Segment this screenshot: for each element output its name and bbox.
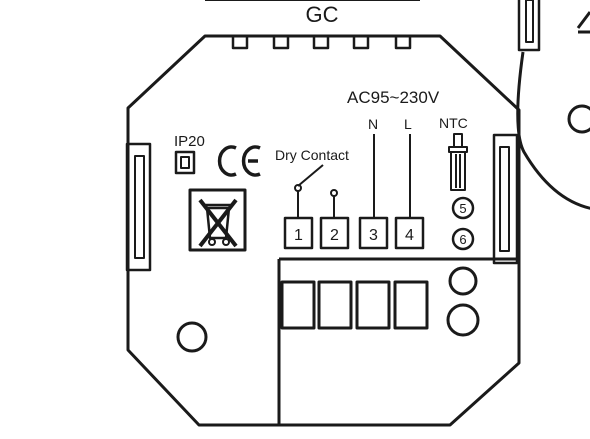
top-tabs [231, 34, 412, 50]
ip-rating-label: IP20 [174, 133, 205, 150]
terminal-4-number: 4 [405, 227, 414, 244]
adjacent-screw-hole [567, 104, 590, 134]
terminal-4: 4 [394, 216, 425, 250]
live-label: L [404, 116, 412, 132]
terminal-block [277, 257, 519, 425]
ntc-sensor-icon [448, 133, 468, 191]
ntc-terminal-6: 6 [451, 227, 475, 251]
right-clip [492, 133, 519, 265]
ntc-terminal-6-number: 6 [459, 232, 466, 247]
ntc-terminal-5-number: 5 [459, 201, 466, 216]
screw-hole [176, 321, 208, 353]
ip20-square-icon [174, 150, 196, 175]
power-rating-label: AC95~230V [347, 88, 440, 107]
adjacent-unit [516, 0, 590, 210]
crossed-out-wheelie-bin-icon [188, 188, 247, 252]
terminal-1-number: 1 [294, 227, 303, 244]
terminal-3: 3 [358, 216, 389, 250]
terminal-1: 1 [283, 216, 314, 250]
dry-contact-label: Dry Contact [275, 147, 349, 163]
neutral-label: N [368, 116, 378, 132]
model-label: GC [306, 2, 339, 27]
left-clip [125, 142, 152, 272]
ntc-label: NTC [439, 115, 468, 131]
ntc-terminal-5: 5 [451, 196, 475, 220]
terminal-3-number: 3 [369, 227, 378, 244]
terminal-2: 2 [319, 216, 350, 250]
dry-contact-switch [294, 164, 338, 218]
ce-mark-icon [217, 145, 261, 177]
terminal-2-number: 2 [330, 227, 339, 244]
